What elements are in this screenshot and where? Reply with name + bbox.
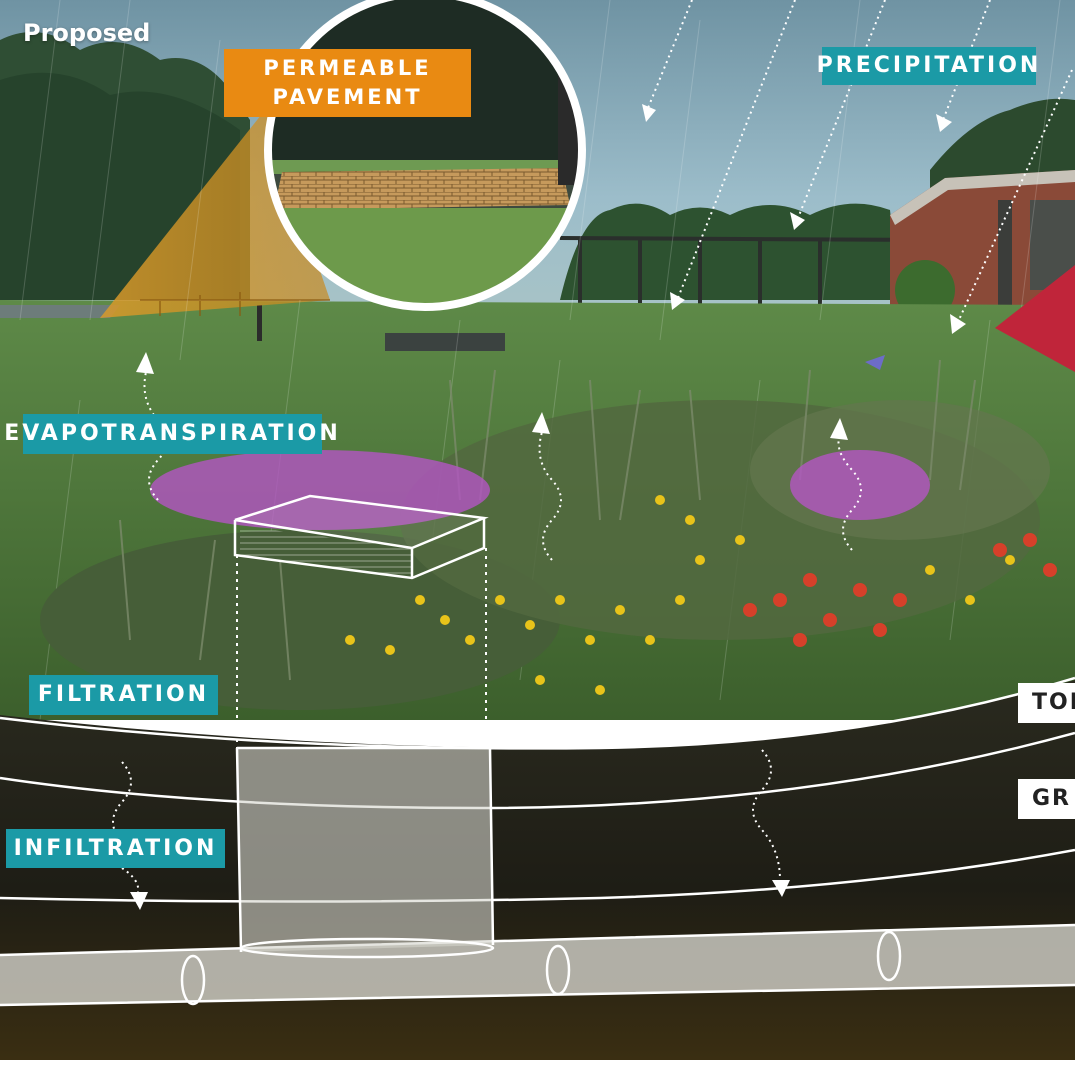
red-flower-cluster [743,533,1057,647]
infiltration-arrows [112,749,781,893]
permeable-pavement-label-line1: PERMEABLE [263,56,432,80]
filtration-label: FILTRATION [29,675,218,715]
gravel-label: GR [1018,779,1075,819]
evapotranspiration-label: EVAPOTRANSPIRATION [4,414,338,454]
permeable-pavement-label-line2: PAVEMENT [272,85,423,109]
diagram-title: Proposed [23,19,151,47]
rain-arrow-icon [642,104,966,334]
soil-layer-lines [0,676,1075,903]
concrete-slab [385,333,505,351]
projection-lines [236,548,487,748]
tree-line-distant [560,203,900,300]
precipitation-label: PRECIPITATION [817,47,1038,85]
infiltration-arrow-icon [130,880,790,910]
red-marker [995,265,1075,372]
underdrain-pipe [0,923,1075,1007]
pergola [559,236,931,305]
rain-arrows [647,0,1073,323]
pavement-section-box [233,494,489,580]
infiltration-label: INFILTRATION [6,829,225,868]
evaporation-arrow-icon [136,352,848,440]
path-left [0,305,120,318]
topsoil-label: TOP [1018,683,1075,723]
permeable-pavement-label: PERMEABLE PAVEMENT [224,49,471,117]
storage-column [235,746,495,959]
yellow-flower-cluster [345,495,1015,695]
